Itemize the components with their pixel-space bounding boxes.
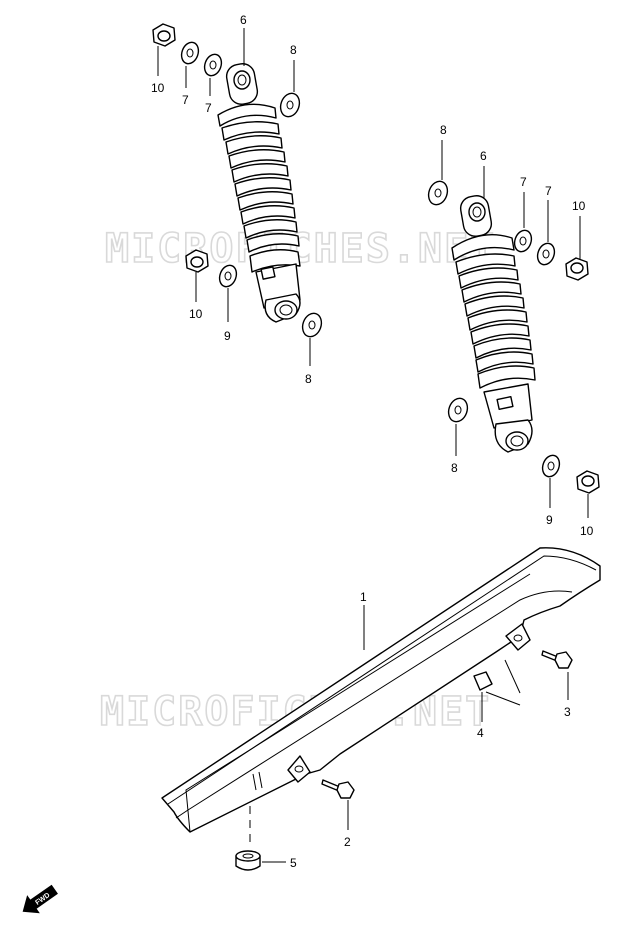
left-shock-hardware (152, 23, 323, 338)
callout-10: 10 (151, 81, 165, 95)
callout-8: 8 (305, 372, 312, 386)
callouts: 10 7 7 6 8 10 9 8 8 6 7 7 10 8 9 10 1 3 … (151, 13, 594, 870)
watermark-top: MICROFICHES.NET (105, 226, 496, 272)
fwd-arrow-icon: FWD (22, 884, 58, 914)
bolt-3 (541, 650, 573, 669)
callout-8: 8 (451, 461, 458, 475)
callout-10: 10 (580, 524, 594, 538)
callout-4: 4 (477, 726, 484, 740)
left-shock-spring (221, 121, 300, 253)
callout-10: 10 (572, 199, 586, 213)
chain-case (161, 547, 601, 833)
fwd-label: FWD (34, 892, 51, 907)
right-shock-hardware (427, 180, 600, 494)
leader-lines (157, 28, 589, 863)
callout-7: 7 (205, 101, 212, 115)
bolt-2 (321, 779, 355, 799)
callout-9: 9 (224, 329, 231, 343)
clip-4 (473, 671, 493, 691)
right-shock-absorber (451, 195, 536, 453)
callout-6: 6 (240, 13, 247, 27)
callout-6: 6 (480, 149, 487, 163)
callout-5: 5 (290, 856, 297, 870)
grommet-5 (235, 850, 261, 871)
callout-1: 1 (360, 590, 367, 604)
callout-7: 7 (520, 175, 527, 189)
callout-9: 9 (546, 513, 553, 527)
callout-7: 7 (545, 184, 552, 198)
callout-7: 7 (182, 93, 189, 107)
callout-3: 3 (564, 705, 571, 719)
left-shock-absorber (217, 63, 301, 323)
callout-8: 8 (290, 43, 297, 57)
callout-8: 8 (440, 123, 447, 137)
right-shock-spring (455, 253, 536, 389)
callout-2: 2 (344, 835, 351, 849)
callout-10: 10 (189, 307, 203, 321)
